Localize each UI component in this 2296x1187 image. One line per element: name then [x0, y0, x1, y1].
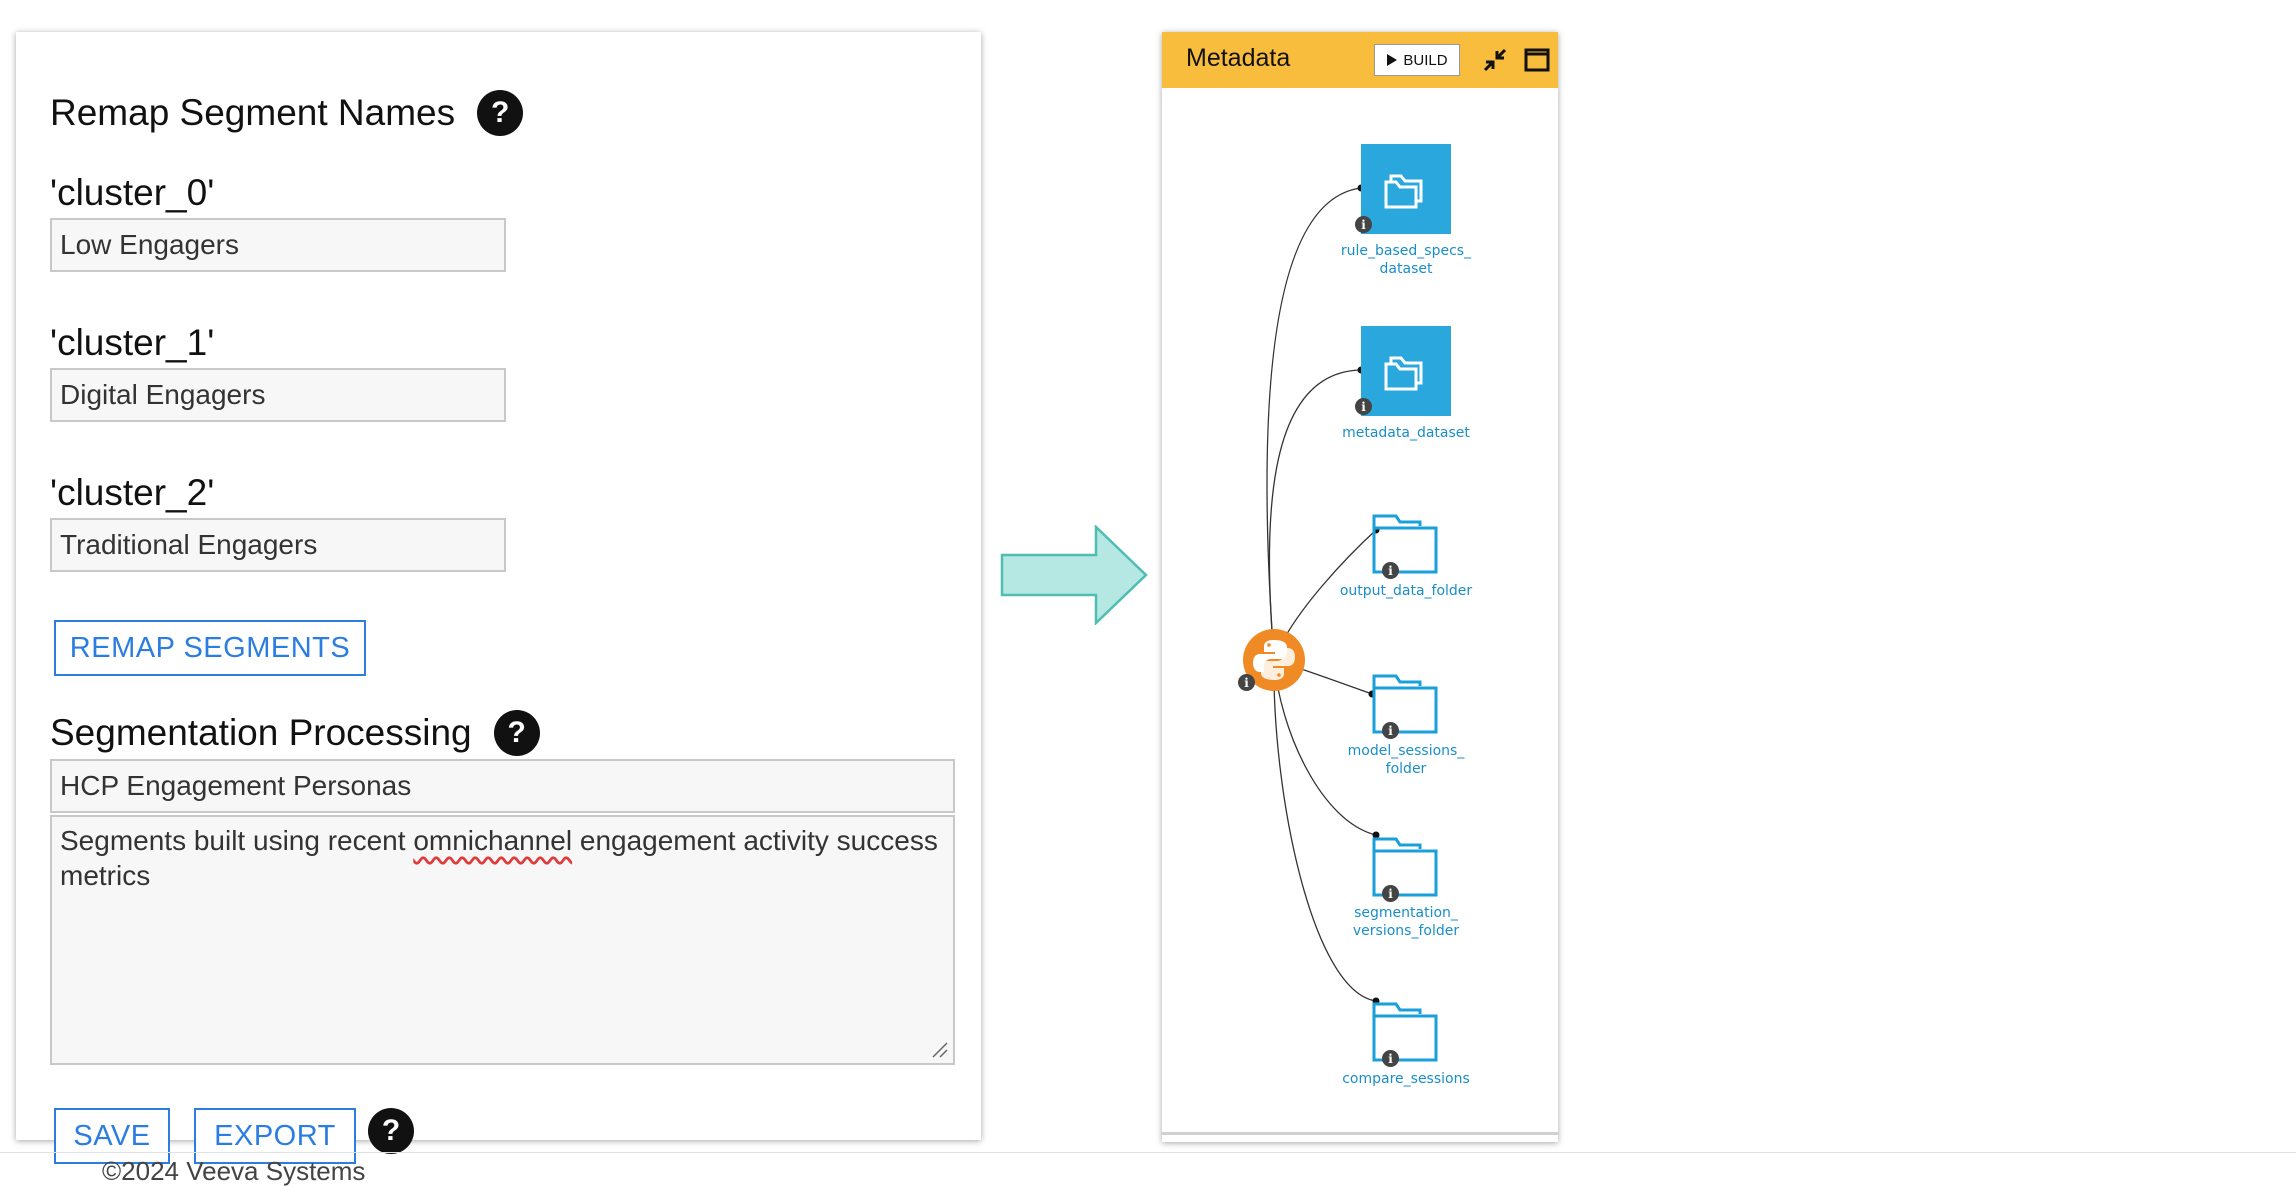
export-button[interactable]: EXPORT — [194, 1108, 356, 1164]
remap-heading: Remap Segment Names ? — [50, 90, 524, 136]
build-button-label: BUILD — [1403, 51, 1448, 69]
segmentation-name-input[interactable] — [50, 759, 955, 813]
cluster-1-label: 'cluster_1' — [50, 322, 215, 363]
flow-title: Metadata — [1186, 44, 1291, 72]
python-recipe-icon[interactable] — [1242, 628, 1306, 692]
node-label-output-data-folder[interactable]: output_data_folder — [1336, 582, 1476, 600]
managed-folder-icon[interactable] — [1368, 827, 1444, 899]
cluster-1-input[interactable] — [50, 368, 506, 422]
processing-heading: Segmentation Processing ? — [50, 710, 540, 756]
right-arrow-icon — [1000, 525, 1148, 625]
info-icon[interactable]: i — [1382, 885, 1399, 902]
cluster-0-input[interactable] — [50, 218, 506, 272]
processing-help-icon[interactable]: ? — [493, 710, 540, 756]
flow-bottom-border — [1162, 1132, 1558, 1135]
segmentation-description-textarea[interactable]: Segments built using recent omnichannel … — [50, 815, 955, 1065]
node-label-line2: folder — [1385, 761, 1427, 777]
node-label-compare-sessions[interactable]: compare_sessions — [1336, 1070, 1476, 1088]
metadata-flow-panel: Metadata BUILD — [1162, 32, 1558, 1142]
remap-heading-text: Remap Segment Names — [50, 92, 456, 133]
node-label-line1: segmentation_ — [1354, 905, 1458, 921]
description-text-start: Segments built using recent — [60, 825, 414, 856]
dataset-node-rule-based-specs[interactable] — [1361, 144, 1451, 234]
description-text-end: engagement activity success metrics — [60, 825, 938, 891]
folder-outline-icon — [1384, 356, 1423, 391]
node-label-metadata[interactable]: metadata_dataset — [1336, 424, 1476, 442]
info-icon[interactable]: i — [1355, 398, 1372, 415]
node-label-line2: dataset — [1379, 261, 1433, 277]
dataset-node-metadata[interactable] — [1361, 326, 1451, 416]
folder-outline-icon — [1384, 174, 1423, 209]
managed-folder-icon[interactable] — [1368, 992, 1444, 1064]
segment-form-panel: Remap Segment Names ? 'cluster_0' 'clust… — [16, 32, 981, 1186]
node-label-line1: compare_sessions — [1342, 1071, 1470, 1087]
save-help-icon[interactable]: ? — [368, 1108, 414, 1154]
remap-segments-button[interactable]: REMAP SEGMENTS — [54, 620, 366, 676]
node-label-line1: output_data_folder — [1339, 583, 1473, 599]
build-button[interactable]: BUILD — [1374, 44, 1460, 76]
info-icon[interactable]: i — [1238, 674, 1255, 691]
page-bottom-divider — [0, 1152, 2296, 1153]
node-label-rule-based-specs[interactable]: rule_based_specs_ dataset — [1336, 242, 1476, 278]
play-icon — [1387, 54, 1398, 66]
cluster-2-label: 'cluster_2' — [50, 472, 215, 513]
resize-grip-icon[interactable] — [931, 1041, 949, 1059]
remap-help-icon[interactable]: ? — [477, 90, 524, 136]
node-label-line1: metadata_dataset — [1342, 425, 1470, 441]
node-label-line2: versions_folder — [1352, 923, 1460, 939]
info-icon[interactable]: i — [1382, 562, 1399, 579]
node-label-line1: model_sessions_ — [1347, 743, 1465, 759]
footer-text: ©2024 Veeva Systems — [102, 1156, 366, 1186]
managed-folder-icon[interactable] — [1368, 504, 1444, 576]
node-label-model-sessions-folder[interactable]: model_sessions_ folder — [1336, 742, 1476, 778]
info-icon[interactable]: i — [1382, 1050, 1399, 1067]
managed-folder-icon[interactable] — [1368, 664, 1444, 736]
processing-heading-text: Segmentation Processing — [50, 712, 472, 753]
cluster-0-label: 'cluster_0' — [50, 172, 215, 213]
maximize-icon[interactable] — [1522, 45, 1552, 75]
node-label-segmentation-versions-folder[interactable]: segmentation_ versions_folder — [1336, 904, 1476, 940]
description-misspelled-word: omnichannel — [413, 825, 573, 856]
info-icon[interactable]: i — [1355, 216, 1372, 233]
info-icon[interactable]: i — [1382, 722, 1399, 739]
collapse-icon[interactable] — [1480, 45, 1510, 75]
cluster-2-input[interactable] — [50, 518, 506, 572]
node-label-line1: rule_based_specs_ — [1340, 243, 1472, 259]
flow-header: Metadata BUILD — [1162, 32, 1558, 88]
